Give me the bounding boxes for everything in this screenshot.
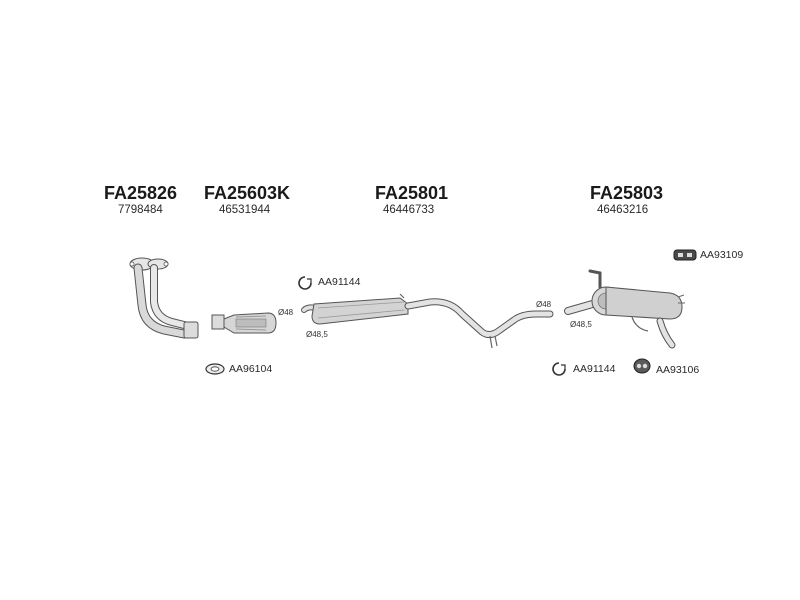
accessory-label-hanger-bottom: AA93106 — [656, 364, 700, 376]
dimension-cat-outlet: Ø48 — [278, 308, 294, 317]
front-pipe-drawing — [129, 257, 199, 339]
dimension-rear-inlet: Ø48,5 — [570, 320, 592, 329]
dimension-mid-outlet: Ø48 — [536, 300, 552, 309]
oem-number-catalytic-converter: 46531944 — [219, 204, 271, 216]
rear-silencer-drawing — [564, 269, 685, 349]
accessory-label-clamp-middle: AA91144 — [318, 276, 361, 288]
part-code-front-pipe: FA25826 — [104, 183, 178, 203]
oem-number-rear-silencer: 46463216 — [597, 204, 649, 216]
dimension-mid-inlet: Ø48,5 — [306, 330, 328, 339]
part-code-rear-silencer: FA25803 — [590, 183, 664, 203]
accessory-label-hanger-top: AA93109 — [700, 249, 744, 261]
gasket-icon — [205, 363, 225, 375]
accessory-label-clamp-right: AA91144 — [573, 363, 616, 375]
part-code-middle-silencer: FA25801 — [375, 183, 449, 203]
clamp-icon — [298, 276, 312, 290]
oem-number-front-pipe: 7798484 — [118, 204, 163, 216]
rubber-ring-hanger-icon — [633, 358, 651, 374]
part-code-catalytic-converter: FA25603K — [204, 183, 291, 203]
oem-number-middle-silencer: 46446733 — [383, 204, 435, 216]
accessory-label-gasket: AA96104 — [229, 363, 273, 375]
rubber-hanger-icon — [673, 249, 697, 261]
clamp-icon — [552, 362, 566, 376]
catalytic-converter-drawing — [211, 312, 277, 334]
middle-silencer-drawing — [301, 293, 554, 349]
